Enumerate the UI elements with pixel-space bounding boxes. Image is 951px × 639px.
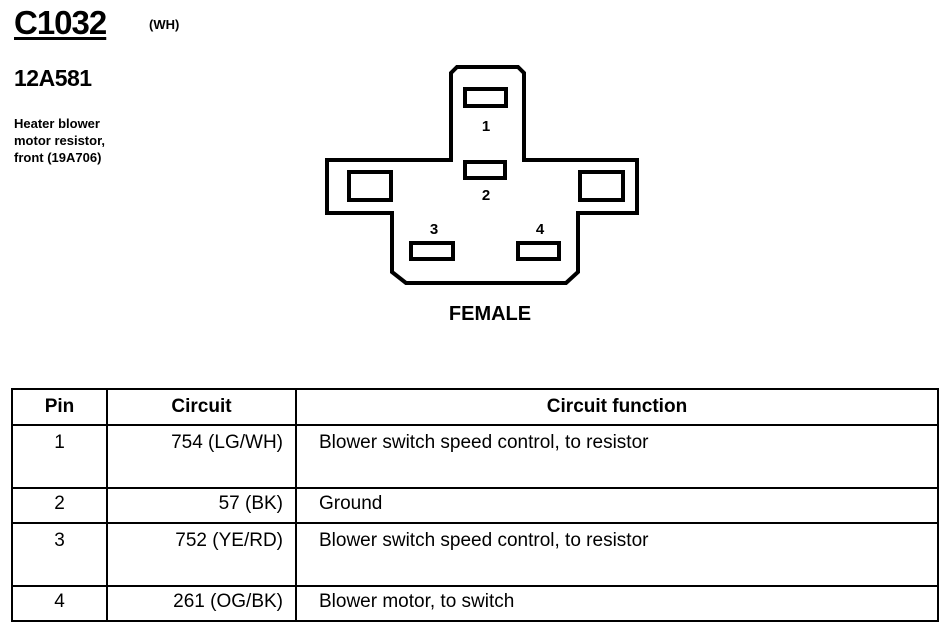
description-line-1: Heater blower — [14, 116, 100, 131]
circuit-cell: 754 (LG/WH) — [106, 424, 297, 489]
circuit-cell: 752 (YE/RD) — [106, 522, 297, 587]
pin-label-2: 2 — [482, 187, 490, 204]
pin-cell: 3 — [11, 522, 108, 587]
circuit-cell: 57 (BK) — [106, 487, 297, 524]
table-row: 3 752 (YE/RD) Blower switch speed contro… — [11, 522, 939, 587]
circuit-cell: 261 (OG/BK) — [106, 585, 297, 622]
pin-cell: 2 — [11, 487, 108, 524]
table-header-row: Pin Circuit Circuit function — [11, 388, 939, 426]
header-circuit: Circuit — [106, 388, 297, 426]
table-row: 1 754 (LG/WH) Blower switch speed contro… — [11, 424, 939, 489]
pin-cavity-2 — [463, 160, 507, 180]
part-number: 12A581 — [14, 65, 92, 91]
pin-cavity-3 — [409, 241, 455, 261]
function-cell: Blower motor, to switch — [295, 585, 939, 622]
pin-cavity-1 — [463, 87, 508, 108]
connector-housing — [325, 65, 639, 285]
pin-label-1: 1 — [482, 118, 490, 135]
left-latch-icon — [347, 170, 393, 202]
function-cell: Blower switch speed control, to resistor — [295, 424, 939, 489]
pin-cell: 4 — [11, 585, 108, 622]
pin-circuit-table: Pin Circuit Circuit function 1 754 (LG/W… — [11, 388, 939, 622]
connector-id: C1032 — [14, 4, 107, 41]
pin-cell: 1 — [11, 424, 108, 489]
header-circuit-function: Circuit function — [295, 388, 939, 426]
function-cell: Ground — [295, 487, 939, 524]
connector-color-code: (WH) — [149, 17, 180, 32]
right-latch-icon — [578, 170, 625, 202]
description-line-2: motor resistor, — [14, 133, 106, 148]
connector-face-diagram: 1 2 3 4 FEMALE — [325, 65, 639, 325]
function-cell: Blower switch speed control, to resistor — [295, 522, 939, 587]
header-pin: Pin — [11, 388, 108, 426]
table-row: 2 57 (BK) Ground — [11, 487, 939, 524]
pin-label-3: 3 — [430, 221, 438, 238]
table-row: 4 261 (OG/BK) Blower motor, to switch — [11, 585, 939, 622]
pin-label-4: 4 — [536, 221, 545, 238]
pin-cavity-4 — [516, 241, 561, 261]
connector-gender-label: FEMALE — [449, 303, 531, 325]
description-line-3: front (19A706) — [14, 150, 102, 165]
connector-description: Heater blower motor resistor, front (19A… — [14, 115, 164, 166]
